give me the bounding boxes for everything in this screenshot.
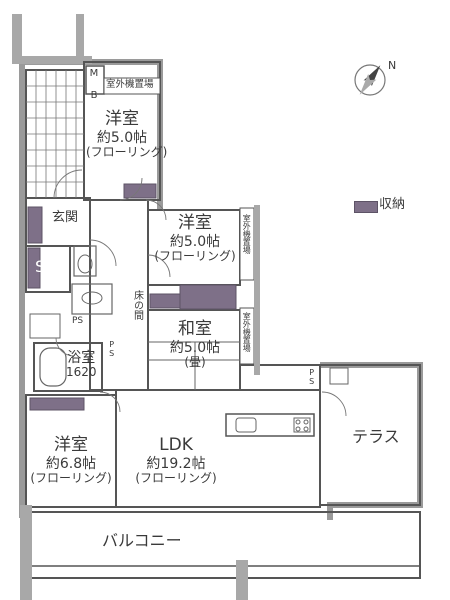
wall-block <box>12 14 22 62</box>
room-ldk: LDK 約19.2帖 (フローリング) <box>126 435 226 485</box>
storage-legend-label: 収納 <box>379 197 406 212</box>
room-size: 約5.0帖 <box>96 129 148 146</box>
room-floor: (フローリング) <box>135 470 217 485</box>
room-size: 約19.2帖 <box>146 455 206 472</box>
washer-pan <box>29 313 61 339</box>
room-floor: (フローリング) <box>154 248 236 263</box>
toilet-bowl <box>77 254 93 274</box>
bathtub <box>39 347 67 387</box>
outdoor-unit-label: 室外機置場 <box>106 79 154 90</box>
terrace-label: テラス <box>352 427 400 446</box>
outdoor-unit-label: 室外機置場 <box>242 312 252 352</box>
kitchen-counter <box>225 413 315 437</box>
tokonoma-label: 床の間 <box>131 290 143 320</box>
ps-label: PS <box>107 340 117 358</box>
wall-block <box>12 56 92 64</box>
room-west-2: 洋室 約5.0帖 (フローリング) <box>150 213 240 263</box>
room-floor: (フローリング) <box>86 144 168 159</box>
room-size: 約5.0帖 <box>169 233 221 250</box>
bath-label: 浴室 1620 <box>66 350 97 380</box>
storage-legend-swatch <box>354 201 378 213</box>
wall-block <box>20 505 32 600</box>
toilet <box>73 245 97 277</box>
room-name: 洋室 <box>105 109 139 129</box>
room-name: LDK <box>159 435 193 455</box>
washbasin <box>71 283 113 315</box>
room-size: 約5.0帖 <box>169 339 221 356</box>
room-name: 洋室 <box>178 213 212 233</box>
bath-size: 1620 <box>66 365 97 380</box>
outdoor-unit-box <box>103 77 161 95</box>
ps-label: PS <box>72 316 84 326</box>
wall-block <box>254 205 260 375</box>
genkan-label: 玄関 <box>52 210 79 225</box>
room-size: 約6.8帖 <box>45 455 97 472</box>
room-floor: (フローリング) <box>30 470 112 485</box>
porch-grid <box>26 70 84 198</box>
balcony-label: バルコニー <box>102 531 182 550</box>
sic-label: SIC <box>35 257 62 276</box>
bath-name: 浴室 <box>67 350 96 366</box>
wall-block <box>76 14 84 60</box>
compass-icon <box>354 64 386 96</box>
room-west-3: 洋室 約6.8帖 (フローリング) <box>26 435 116 485</box>
door-swings <box>53 169 347 417</box>
compass-label: N <box>388 59 397 72</box>
mb-label: M B <box>88 68 100 101</box>
fridge-space <box>329 367 349 385</box>
room-floor: (畳) <box>184 354 206 369</box>
wall-block <box>236 560 248 600</box>
room-name: 和室 <box>178 319 212 339</box>
ps-label: PS <box>307 368 317 386</box>
sink-bowl <box>81 291 103 305</box>
room-west-1: 洋室 約5.0帖 (フローリング) <box>86 109 168 159</box>
tatami-lines <box>148 341 240 390</box>
room-washitsu: 和室 約5.0帖 (畳) <box>150 319 240 369</box>
outdoor-unit-label: 室外機置場 <box>242 214 252 254</box>
room-name: 洋室 <box>54 435 88 455</box>
